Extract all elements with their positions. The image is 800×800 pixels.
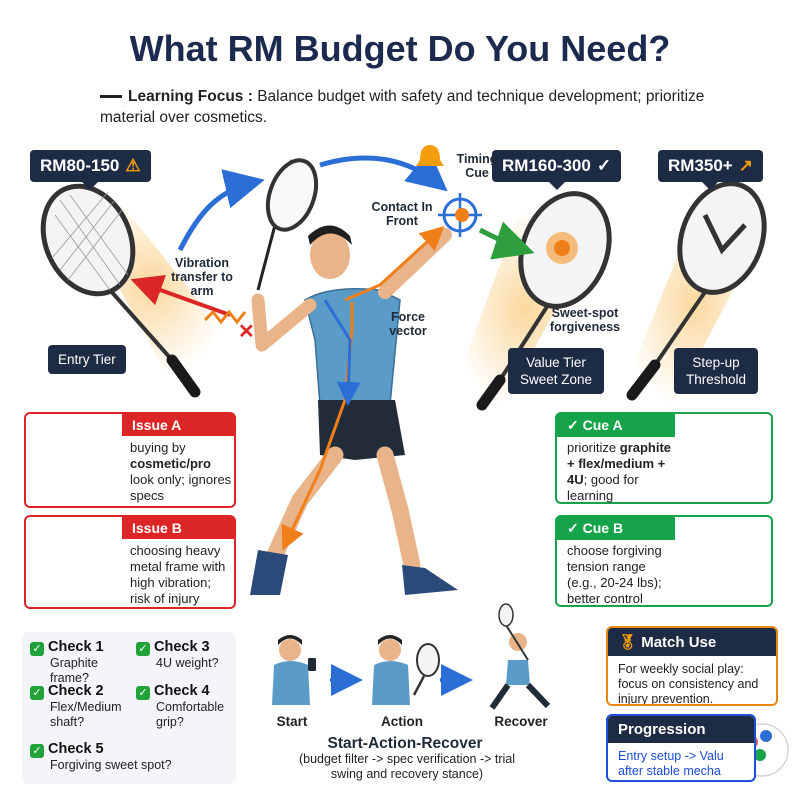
sequence-title: Start-Action-Recover <box>327 735 483 752</box>
tier-badge-stepup: RM350+ ↗ <box>658 150 763 190</box>
issue-b-title: Issue B <box>122 517 234 539</box>
step-recover-label: Recover <box>494 714 548 729</box>
action-figure <box>372 635 440 705</box>
progression-text: Entry setup -> Valu after stable mecha <box>618 749 724 778</box>
check-item: ✓Check 1 Graphite frame? <box>30 640 130 686</box>
cue-b-text: choose forgiving tension range (e.g., 20… <box>567 543 662 606</box>
checkbox-icon: ✓ <box>136 686 150 700</box>
start-figure <box>272 635 316 705</box>
checkmark-icon: ✓ <box>567 520 583 536</box>
cue-b-title: ✓ Cue B <box>557 517 675 540</box>
checkbox-icon: ✓ <box>30 642 44 656</box>
tier-badge-entry: RM80-150 ⚠ <box>30 150 151 190</box>
trending-up-icon: ↗ <box>738 156 753 175</box>
recover-figure <box>489 603 551 710</box>
svg-text:✕: ✕ <box>238 321 255 343</box>
match-use-text: For weekly social play: focus on consist… <box>618 662 759 706</box>
dash-icon <box>100 95 122 99</box>
checklist: ✓Check 1 Graphite frame? ✓Check 3 4U wei… <box>22 632 236 784</box>
issue-b-text: choosing heavy metal frame with high vib… <box>130 543 226 606</box>
issue-a-card: Issue A buying by cosmetic/pro look only… <box>24 412 236 508</box>
match-use-card: 🏅︎ Match Use For weekly social play: foc… <box>606 626 778 706</box>
checkbox-icon: ✓ <box>30 686 44 700</box>
cue-a-title: ✓ Cue A <box>557 414 675 437</box>
issue-a-text: buying by cosmetic/pro look only; ignore… <box>130 440 232 503</box>
tier-label-stepup: Step-up Threshold <box>674 348 758 394</box>
contact-target-icon <box>438 193 482 237</box>
tier-badge-value: RM160-300 ✓ <box>492 150 622 190</box>
player-illustration <box>250 158 458 595</box>
tier-label-entry: Entry Tier <box>48 345 126 374</box>
match-use-title: 🏅︎ Match Use <box>608 628 776 656</box>
checkbox-icon: ✓ <box>136 642 150 656</box>
step-action-label: Action <box>381 714 423 729</box>
issue-a-title: Issue A <box>122 414 234 436</box>
checkmark-icon: ✓ <box>567 417 583 433</box>
check-item: ✓Check 2 Flex/Medium shaft? <box>30 684 130 730</box>
learning-focus-label: Learning Focus : <box>128 88 253 105</box>
sweet-spot-label: Sweet-spot forgiveness <box>549 306 621 334</box>
check-item: ✓Check 3 4U weight? <box>136 640 232 671</box>
vibration-label: Vibration transfer to arm <box>171 256 233 298</box>
stepup-racket-image <box>620 181 770 410</box>
medal-icon: 🏅︎ <box>618 634 642 651</box>
timing-cue-label: Timing Cue <box>456 152 498 180</box>
timing-bell-icon <box>416 145 444 166</box>
progression-card: Progression Entry setup -> Valu after st… <box>606 714 756 782</box>
cue-a-card: ✓ Cue A prioritize graphite + flex/mediu… <box>555 412 773 504</box>
step-start-label: Start <box>276 714 308 729</box>
page-title: What RM Budget Do You Need? <box>129 28 671 69</box>
checkmark-icon: ✓ <box>596 156 612 175</box>
learning-focus: Learning Focus : Balance budget with saf… <box>100 86 740 128</box>
sequence-description: (budget filter -> spec verification -> t… <box>298 752 516 781</box>
learning-focus-text: Balance budget with safety and technique… <box>100 88 705 126</box>
checkbox-icon: ✓ <box>30 744 44 758</box>
tier-price: RM160-300 <box>502 156 591 175</box>
progression-title: Progression <box>608 716 754 743</box>
tier-price: RM80-150 <box>40 156 120 175</box>
warning-icon: ⚠ <box>125 156 141 175</box>
cue-b-card: ✓ Cue B choose forgiving tension range (… <box>555 515 773 607</box>
tier-label-value: Value Tier Sweet Zone <box>508 348 604 394</box>
cue-a-text: prioritize graphite + flex/medium + 4U; … <box>567 440 672 503</box>
issue-b-card: Issue B choosing heavy metal frame with … <box>24 515 236 609</box>
force-vector-label: Force vector <box>389 310 427 338</box>
check-item: ✓Check 4 Comfortable grip? <box>136 684 232 730</box>
tier-price: RM350+ <box>668 156 733 175</box>
check-item: ✓Check 5 Forgiving sweet spot? <box>30 742 230 773</box>
contact-in-front-label: Contact In Front <box>371 200 433 228</box>
